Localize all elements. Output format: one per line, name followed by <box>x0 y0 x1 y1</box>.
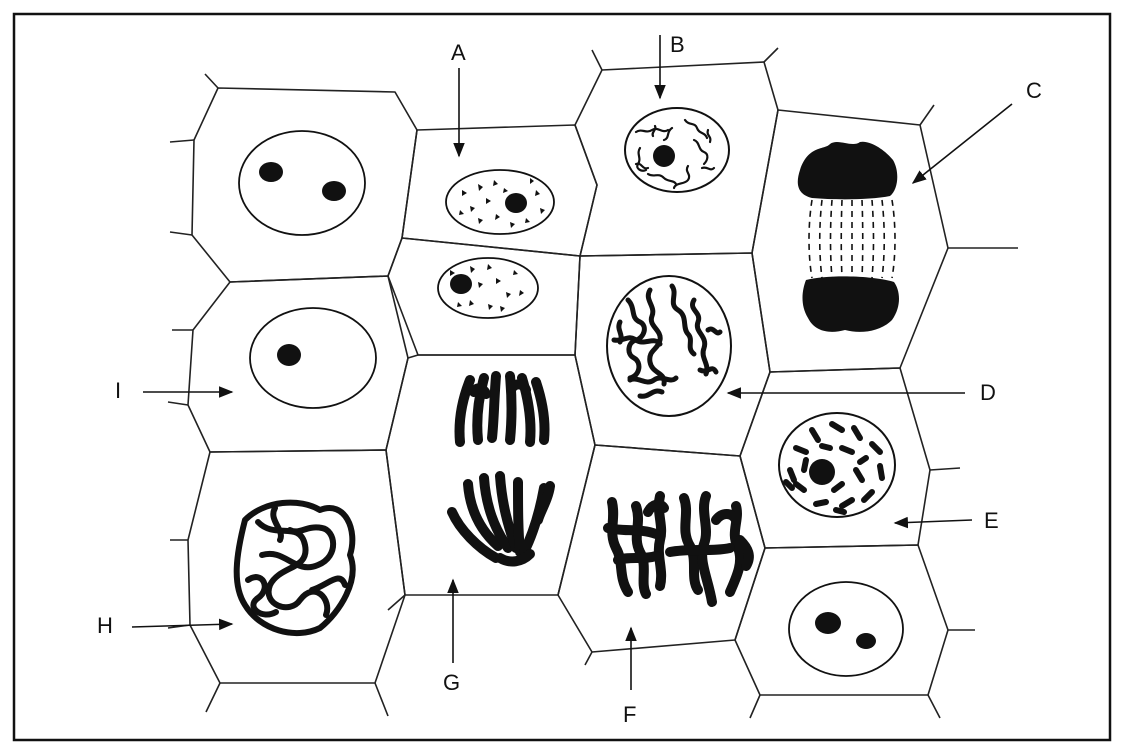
cell-interphase-top <box>239 131 365 235</box>
label-h: H <box>97 613 113 638</box>
cell-interphase-i <box>250 308 376 408</box>
label-b: B <box>670 32 685 57</box>
figure-border <box>14 14 1110 740</box>
label-c: C <box>1026 78 1042 103</box>
cell-late-prophase-e <box>779 413 895 517</box>
cell-telophase-c <box>798 142 899 332</box>
label-i: I <box>115 378 121 403</box>
label-a: A <box>451 40 466 65</box>
cell-early-prophase-a <box>446 170 554 234</box>
label-g: G <box>443 670 460 695</box>
label-f: F <box>623 702 636 727</box>
cell-prophase-b <box>625 108 729 192</box>
cell-walls <box>168 48 1018 718</box>
label-e: E <box>984 508 999 533</box>
arrow-c <box>913 104 1012 183</box>
cell-anaphase-g <box>452 376 550 561</box>
cell-prophase-d <box>607 276 731 416</box>
cell-metaphase-f <box>608 496 749 602</box>
arrow-e <box>895 520 972 523</box>
cell-prophase-h <box>237 503 353 633</box>
cell-interphase-bottom <box>789 582 903 676</box>
label-d: D <box>980 380 996 405</box>
cell-early-prophase-lower <box>438 258 538 318</box>
